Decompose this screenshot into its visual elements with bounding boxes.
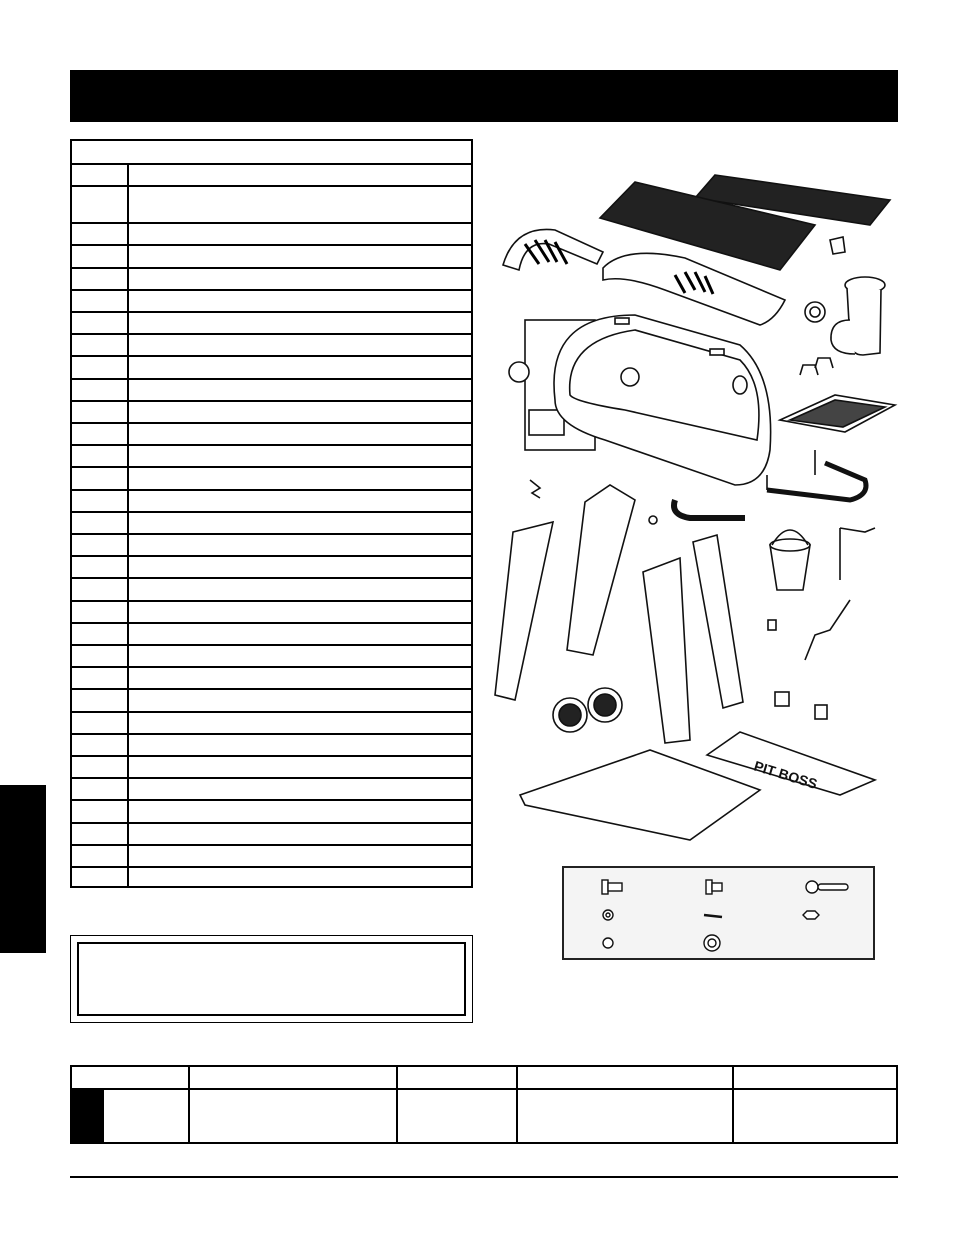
axle-handle bbox=[671, 499, 745, 521]
parts-table-row-divider bbox=[72, 466, 471, 469]
parts-table-row-divider bbox=[72, 555, 471, 558]
main-grill-grate bbox=[598, 181, 817, 271]
parts-table-row-divider bbox=[72, 710, 471, 713]
parts-table-row-divider bbox=[72, 777, 471, 780]
parts-table-row-divider bbox=[72, 644, 471, 646]
parts-table-row-divider bbox=[72, 399, 471, 402]
pin-icon bbox=[805, 880, 849, 894]
parts-table-row-divider bbox=[72, 599, 471, 602]
parts-table-row-divider bbox=[72, 288, 471, 291]
parts-table-row-divider bbox=[72, 422, 471, 424]
exploded-parts-diagram: PIT BOSS bbox=[494, 174, 898, 841]
lid-handles bbox=[799, 357, 834, 376]
parts-table-row-divider bbox=[72, 377, 471, 380]
auger-rod bbox=[767, 599, 851, 661]
parts-table-row-divider bbox=[72, 533, 471, 535]
temperature-probe bbox=[839, 527, 876, 580]
bottom-shelf bbox=[518, 749, 762, 841]
parts-table-row-divider bbox=[72, 333, 471, 336]
parts-table-row-divider bbox=[72, 222, 471, 225]
note-box-inner bbox=[77, 942, 466, 1016]
shoulder-bolt-icon bbox=[705, 879, 723, 895]
bottom-col-divider-1 bbox=[188, 1067, 190, 1142]
parts-table-row-divider bbox=[72, 311, 471, 313]
parts-table-row-divider bbox=[72, 688, 471, 691]
spacer-icon bbox=[602, 937, 614, 949]
clip-icon bbox=[703, 913, 723, 919]
chimney bbox=[804, 276, 886, 356]
parts-table-row-divider bbox=[72, 266, 471, 269]
bottom-table-marker bbox=[72, 1090, 104, 1142]
parts-list-table bbox=[70, 139, 473, 888]
parts-table-header bbox=[72, 141, 471, 165]
parts-table-row-divider bbox=[72, 732, 471, 735]
parts-table-row-divider bbox=[72, 444, 471, 447]
hardware-icons bbox=[601, 879, 849, 952]
front-right-leg bbox=[642, 556, 691, 744]
parts-table-row-divider bbox=[72, 866, 471, 868]
bolt-icon bbox=[601, 879, 623, 895]
parts-table-row-divider bbox=[72, 666, 471, 669]
parts-table-row-divider bbox=[72, 185, 471, 188]
parts-table-row-divider bbox=[72, 755, 471, 757]
rear-left-leg bbox=[566, 484, 636, 656]
footer-rule bbox=[70, 1176, 898, 1178]
main-barrel-body bbox=[508, 314, 772, 486]
nut-icon bbox=[802, 910, 820, 920]
parts-table-row-divider bbox=[72, 510, 471, 513]
note-box bbox=[70, 935, 473, 1023]
wing-bolt-part bbox=[529, 479, 542, 499]
hardware-kit-box bbox=[562, 866, 875, 960]
bottom-spec-table bbox=[70, 1065, 898, 1144]
small-bracket bbox=[829, 236, 846, 255]
bottom-col-divider-3 bbox=[516, 1067, 518, 1142]
page-title-bar bbox=[70, 70, 898, 122]
parts-table-row-divider bbox=[72, 355, 471, 358]
bottom-col-divider-2 bbox=[396, 1067, 398, 1142]
wheels bbox=[552, 687, 623, 733]
side-lid-shelf bbox=[502, 228, 605, 272]
side-shelf-rail bbox=[766, 450, 869, 503]
rear-right-leg bbox=[692, 533, 744, 710]
side-section-tab bbox=[0, 785, 46, 953]
heat-baffle bbox=[602, 252, 787, 326]
front-shelf bbox=[705, 731, 878, 796]
parts-table-row-divider bbox=[72, 821, 471, 824]
parts-table-row-divider bbox=[72, 488, 471, 491]
upper-grill-grate bbox=[693, 174, 892, 226]
grease-tray bbox=[777, 394, 898, 433]
bottom-col-divider-4 bbox=[732, 1067, 734, 1142]
parts-table-row-divider bbox=[72, 621, 471, 624]
parts-table-row-divider bbox=[72, 843, 471, 846]
grease-bucket bbox=[769, 529, 811, 591]
washer-large-icon bbox=[703, 934, 721, 952]
nut-part bbox=[648, 515, 658, 525]
parts-table-row-divider bbox=[72, 799, 471, 802]
bottom-table-header bbox=[72, 1067, 896, 1090]
caster-brackets bbox=[774, 691, 828, 720]
parts-table-row-divider bbox=[72, 244, 471, 247]
front-left-leg bbox=[494, 520, 555, 701]
parts-table-column-divider bbox=[127, 141, 129, 886]
washer-small-icon bbox=[602, 909, 614, 921]
parts-table-row-divider bbox=[72, 577, 471, 580]
